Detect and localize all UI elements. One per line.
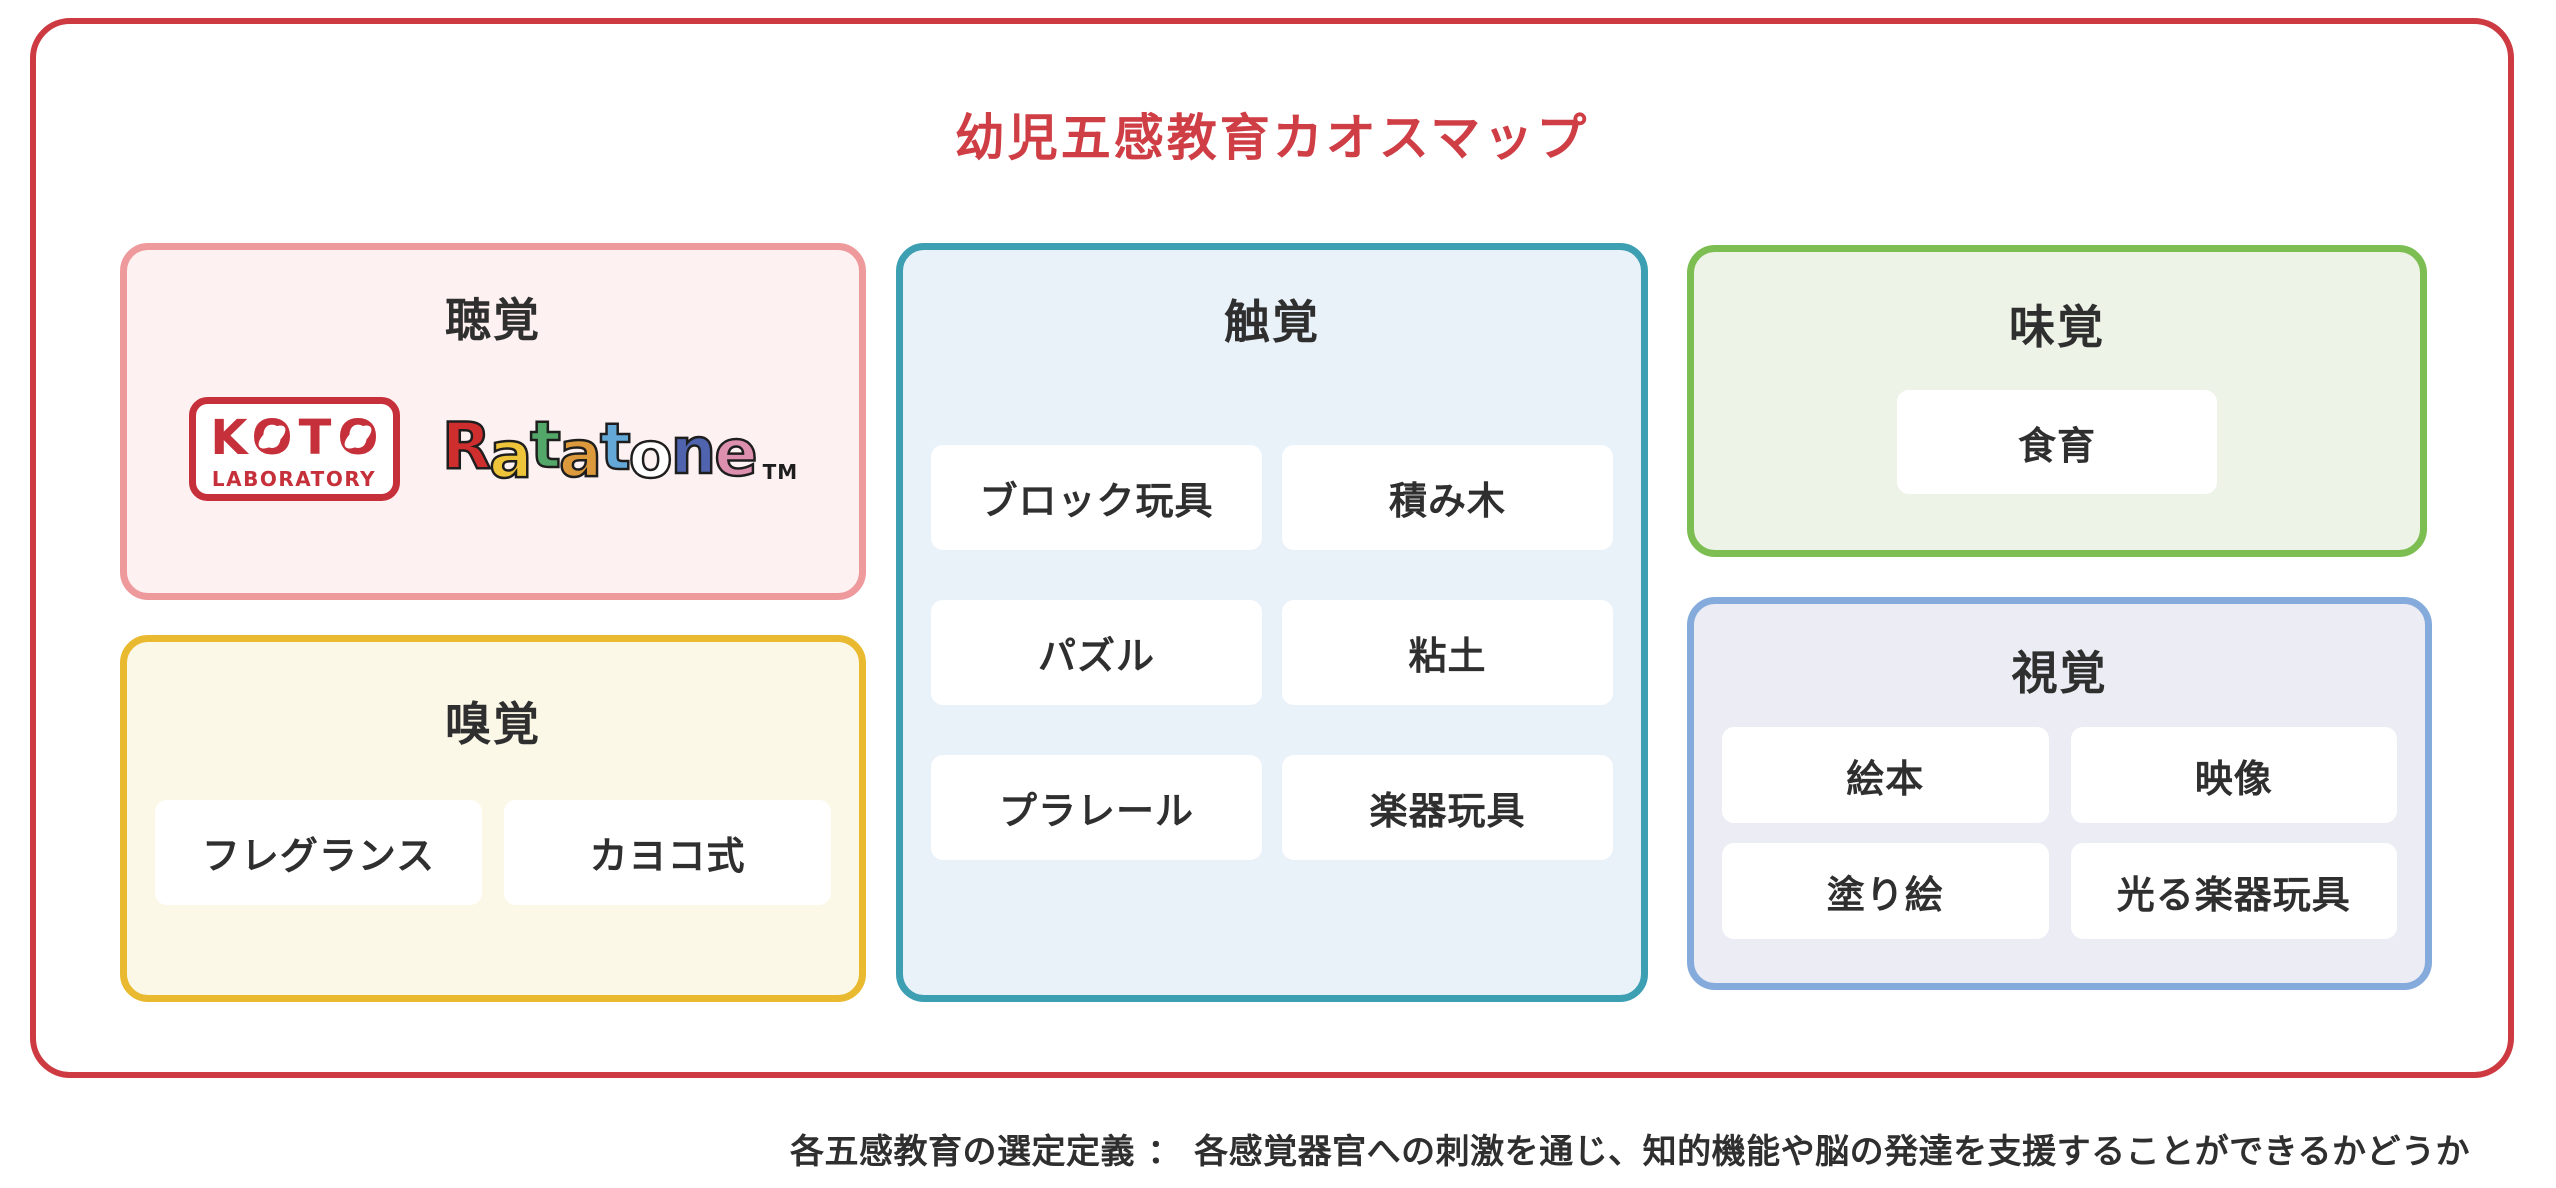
item-kayoko-method: カヨコ式 bbox=[504, 800, 831, 905]
sense-box-taste: 味覚 食育 bbox=[1687, 245, 2427, 557]
item-label: カヨコ式 bbox=[589, 834, 746, 878]
item-clay: 粘土 bbox=[1282, 600, 1613, 705]
smell-items-grid: フレグランス カヨコ式 bbox=[155, 800, 831, 905]
page-title: 幼児五感教育カオスマップ bbox=[954, 109, 1590, 167]
koto-o-pill-cutout bbox=[258, 425, 286, 449]
item-label: 絵本 bbox=[1846, 756, 1925, 801]
ratatone-logo: R a t a t o n e TM bbox=[441, 396, 799, 502]
ratatone-letter: t bbox=[529, 409, 562, 483]
koto-sub-label: LABORATORY bbox=[212, 467, 376, 491]
item-building-blocks: 積み木 bbox=[1282, 445, 1613, 550]
item-video: 映像 bbox=[2070, 727, 2397, 823]
sense-title-taste: 味覚 bbox=[2009, 300, 2105, 354]
item-label: 積み木 bbox=[1388, 479, 1506, 523]
ratatone-letter: o bbox=[627, 419, 673, 493]
item-food-education: 食育 bbox=[1897, 390, 2217, 494]
item-label: 粘土 bbox=[1408, 634, 1487, 678]
item-label: 楽器玩具 bbox=[1369, 789, 1526, 833]
sense-title-sight: 視覚 bbox=[2011, 646, 2108, 700]
sense-title-touch: 触覚 bbox=[1224, 295, 1320, 349]
selection-definition-note: 各五感教育の選定定義 ： 各感覚器官への刺激を通じ、知的機能や脳の発達を支援する… bbox=[790, 1132, 2470, 1172]
touch-items-grid: ブロック玩具 積み木 パズル 粘土 プラレール 楽器玩具 bbox=[931, 445, 1613, 860]
item-fragrance: フレグランス bbox=[155, 800, 482, 905]
item-label: フレグランス bbox=[201, 834, 436, 878]
sense-box-sight: 視覚 絵本 映像 塗り絵 光る楽器玩具 bbox=[1687, 597, 2432, 990]
item-instrument-toys: 楽器玩具 bbox=[1282, 755, 1613, 860]
sense-title-hearing: 聴覚 bbox=[445, 293, 541, 347]
item-label: パズル bbox=[1037, 634, 1155, 678]
koto-letter: K bbox=[210, 410, 249, 466]
ratatone-letter: R bbox=[441, 410, 493, 484]
item-puzzle: パズル bbox=[931, 600, 1262, 705]
ratatone-tm-mark: TM bbox=[762, 460, 799, 484]
ratatone-letter: n bbox=[669, 415, 717, 489]
koto-laboratory-logo: K O T O LABORATORY bbox=[188, 397, 400, 501]
sight-items-grid: 絵本 映像 塗り絵 光る楽器玩具 bbox=[1722, 727, 2397, 939]
item-label: ブロック玩具 bbox=[979, 479, 1214, 523]
item-picture-books: 絵本 bbox=[1722, 727, 2049, 823]
item-label: 映像 bbox=[2194, 756, 2273, 801]
item-plarail: プラレール bbox=[931, 755, 1262, 860]
item-label: 塗り絵 bbox=[1826, 872, 1944, 917]
sense-box-touch: 触覚 ブロック玩具 積み木 パズル 粘土 プラレール 楽器玩具 bbox=[896, 243, 1648, 1002]
sense-box-hearing: 聴覚 K O T O LABORATORY R a bbox=[120, 243, 866, 600]
hearing-logo-row: K O T O LABORATORY R a t a t o bbox=[127, 393, 859, 505]
sense-box-smell: 嗅覚 フレグランス カヨコ式 bbox=[120, 635, 866, 1002]
ratatone-letter: a bbox=[488, 419, 534, 493]
ratatone-letter: e bbox=[713, 417, 759, 491]
ratatone-letter: a bbox=[558, 418, 604, 492]
sense-title-smell: 嗅覚 bbox=[445, 697, 541, 751]
koto-logo-border bbox=[188, 397, 400, 501]
koto-o-pill-cutout bbox=[344, 425, 372, 449]
item-light-up-instrument-toys: 光る楽器玩具 bbox=[2070, 843, 2397, 939]
item-label: 食育 bbox=[2017, 423, 2096, 468]
item-block-toys: ブロック玩具 bbox=[931, 445, 1262, 550]
ratatone-letter: t bbox=[599, 411, 632, 485]
map-outer-frame: 幼児五感教育カオスマップ 聴覚 K O T O LABORATORY bbox=[30, 18, 2514, 1078]
item-label: プラレール bbox=[998, 789, 1194, 833]
item-label: 光る楽器玩具 bbox=[2116, 872, 2351, 917]
koto-letter: T bbox=[298, 410, 331, 466]
item-coloring: 塗り絵 bbox=[1722, 843, 2049, 939]
